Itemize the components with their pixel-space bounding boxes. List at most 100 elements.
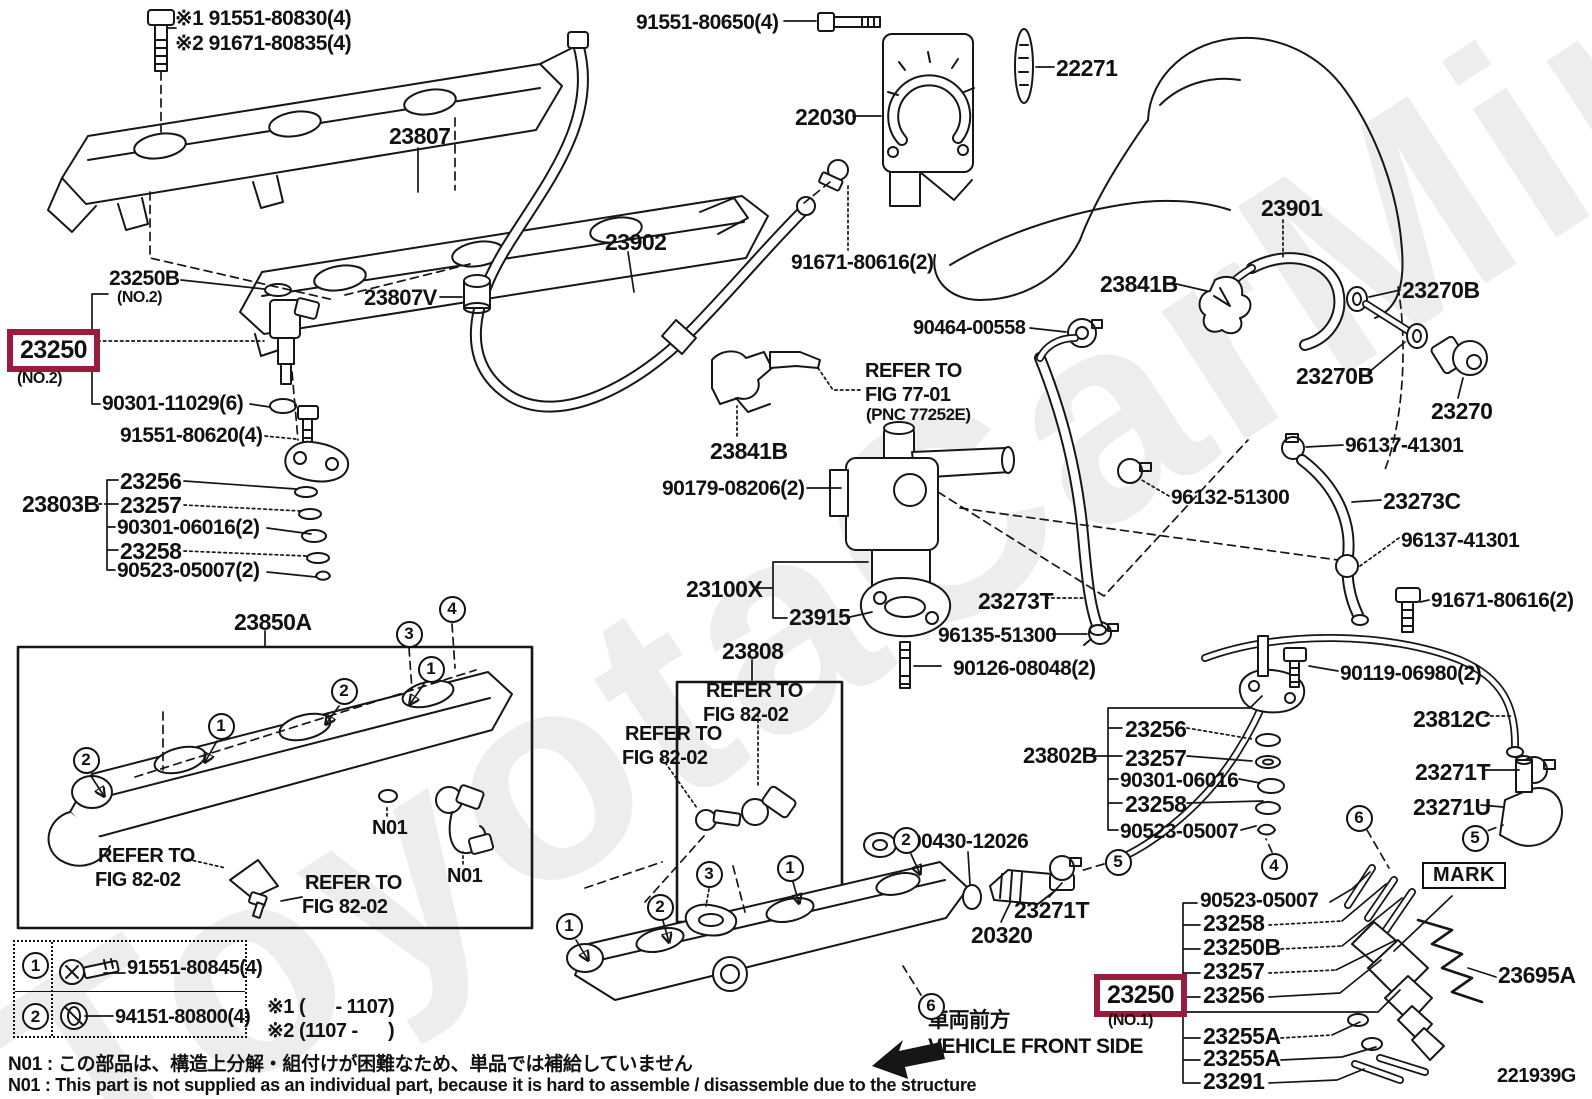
label-23270B-2: 23270B xyxy=(1296,363,1374,389)
legend-circle-2: 2 xyxy=(22,1003,49,1030)
bolt-91551-80830 xyxy=(147,9,175,72)
callout-circle-2-10: 2 xyxy=(892,826,920,854)
label-legend-part-1: 91551-80845(4) xyxy=(127,957,263,979)
label-refer-8202-c1: REFER TO xyxy=(98,845,195,867)
highlighted-part-23250-no1: 23250 xyxy=(1094,974,1188,1017)
label-90301-06016-right: 90301-06016 xyxy=(1120,769,1239,792)
label-pnc-77252e: (PNC 77252E) xyxy=(866,405,971,424)
note-star2-range: ※2 (1107 - ) xyxy=(267,1020,395,1042)
intake-manifold xyxy=(933,36,1404,473)
fuel-hose-23902 xyxy=(470,31,816,413)
label-23271T-bottom: 23271T xyxy=(1014,897,1090,923)
label-20320: 20320 xyxy=(971,922,1033,948)
label-90430-12026: 90430-12026 xyxy=(910,830,1029,853)
clamp-96132-51300 xyxy=(1117,458,1152,484)
fuel-rail-lower xyxy=(566,861,969,1001)
label-23258-left: 23258 xyxy=(120,538,182,564)
union-23270B-parts xyxy=(1346,286,1428,349)
label-23255A-br1: 23255A xyxy=(1203,1023,1281,1049)
callout-circle-1-9: 1 xyxy=(776,854,804,882)
label-91551-80650: 91551-80650(4) xyxy=(636,11,779,34)
label-n01-b: N01 xyxy=(447,865,483,887)
label-23258-right: 23258 xyxy=(1125,791,1187,817)
label-90523-05007-left: 90523-05007(2) xyxy=(117,559,260,582)
callout-circle-2-0: 2 xyxy=(72,746,100,774)
note-star1-range: ※1 ( - 1107) xyxy=(267,996,395,1018)
label-23257-right: 23257 xyxy=(1125,745,1187,771)
label-90301-11029: 90301-11029(6) xyxy=(102,392,244,415)
label-23902: 23902 xyxy=(605,229,667,255)
stud-90126-08048 xyxy=(899,641,911,689)
label-23250B-no2: 23250B xyxy=(109,267,180,290)
construction-lines xyxy=(149,71,1339,597)
clamp-96137-41301-a xyxy=(1281,433,1305,460)
bolt-91671-80616-top xyxy=(818,159,849,192)
label-23291-br: 23291 xyxy=(1203,1068,1265,1094)
flange-and-washers-left xyxy=(284,440,350,581)
label-23271T-right: 23271T xyxy=(1415,759,1491,785)
label-23807: 23807 xyxy=(389,123,451,149)
bushing-23807V xyxy=(463,274,491,314)
throttle-body-22030 xyxy=(882,33,975,207)
callout-circle-1-6: 1 xyxy=(555,912,583,940)
label-90126-08048: 90126-08048(2) xyxy=(953,657,1096,680)
label-23841B-mid: 23841B xyxy=(710,438,788,464)
callout-circle-4-15: 4 xyxy=(1260,852,1288,880)
clamp-96137-41301-b xyxy=(1335,554,1359,578)
gasket-22271 xyxy=(1014,28,1034,104)
leader-lines xyxy=(83,20,1520,1084)
label-23271U: 23271U xyxy=(1413,794,1491,820)
callout-circle-6-11: 6 xyxy=(917,992,945,1020)
connector-23841B-right xyxy=(1198,275,1252,335)
label-23841B-right: 23841B xyxy=(1100,271,1178,297)
callout-circle-5-12: 5 xyxy=(1104,848,1132,876)
label-91671-80616-right: 91671-80616(2) xyxy=(1431,589,1574,612)
label-refer-8202-a2: FIG 82-02 xyxy=(703,704,789,726)
mark-callout: MARK xyxy=(1422,862,1506,889)
elbow-23271U xyxy=(1499,755,1563,847)
label-star2-91671-80835: ※2 91671-80835(4) xyxy=(175,32,352,55)
label-23255A-br2: 23255A xyxy=(1203,1045,1281,1071)
note-n01-english: N01 : This part is not supplied as an in… xyxy=(8,1075,977,1095)
label-refer-7701-line1: REFER TO xyxy=(865,360,962,382)
vehicle-front-label-jp: 車両前方 xyxy=(928,1009,1011,1032)
label-90119-06980: 90119-06980(2) xyxy=(1340,662,1482,685)
highlight-sub-no1: (NO.1) xyxy=(1108,1012,1154,1029)
label-96137-41301-b: 96137-41301 xyxy=(1401,529,1520,552)
injector-23250-no2 xyxy=(264,283,320,414)
label-23250B-br: 23250B xyxy=(1203,934,1281,960)
label-23270B-1: 23270B xyxy=(1402,277,1480,303)
callout-circle-6-13: 6 xyxy=(1345,804,1373,832)
vehicle-front-label-en: VEHICLE FRONT SIDE xyxy=(928,1035,1144,1058)
legend-divider-horizontal xyxy=(15,991,245,992)
label-90464-00558: 90464-00558 xyxy=(913,317,1026,339)
legend-circle-1: 1 xyxy=(22,952,49,979)
vehicle-front-arrow xyxy=(872,1040,945,1079)
bolt-91551-80620 xyxy=(297,405,319,462)
sensor-23270 xyxy=(1430,335,1488,376)
hose-23273T xyxy=(1034,334,1107,636)
label-23901: 23901 xyxy=(1261,195,1323,221)
connector-23841B-mid xyxy=(711,350,821,413)
clamp-90464-00558 xyxy=(1067,318,1103,348)
callout-circle-4-5: 4 xyxy=(438,595,466,623)
callout-circle-1-3: 1 xyxy=(417,655,445,683)
label-refer-8202-d2: FIG 82-02 xyxy=(302,896,388,918)
label-refer-8202-b2: FIG 82-02 xyxy=(622,747,708,769)
label-refer-8202-d1: REFER TO xyxy=(305,872,402,894)
label-23695A: 23695A xyxy=(1498,962,1576,988)
flange-23915 xyxy=(859,577,952,638)
label-no2-upper: (NO.2) xyxy=(117,289,163,306)
label-23256-right: 23256 xyxy=(1125,716,1187,742)
label-23256-left: 23256 xyxy=(120,468,182,494)
assembly-box-23850A xyxy=(16,645,534,930)
label-23915: 23915 xyxy=(789,604,851,630)
bolt-91551-80650 xyxy=(817,12,881,32)
label-23812C: 23812C xyxy=(1413,706,1491,732)
callout-circle-3-8: 3 xyxy=(695,860,723,888)
damper-and-20320 xyxy=(863,832,1082,910)
label-23100X: 23100X xyxy=(686,576,763,602)
label-23258-br: 23258 xyxy=(1203,910,1265,936)
